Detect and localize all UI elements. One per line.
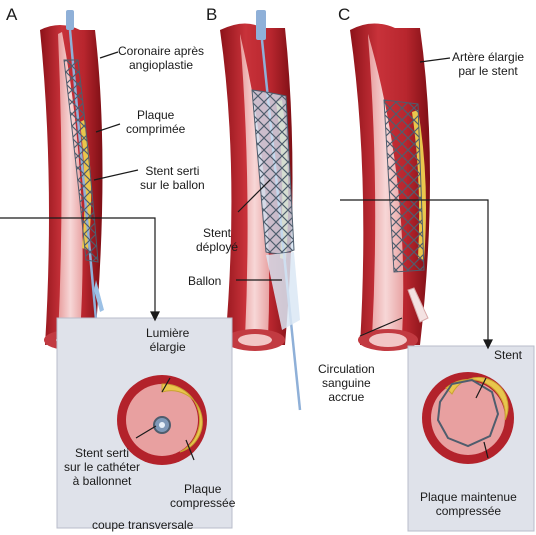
catheter-hub-b [256,10,266,40]
label-coupe-transversale: coupe transversale [92,518,193,532]
catheter-hub-a [66,10,74,30]
label-stent: Stent [494,348,522,362]
panel-label-a: A [6,6,17,24]
label-ballon: Ballon [188,274,221,288]
panel-label-b: B [206,6,217,24]
panel-label-c: C [338,6,350,24]
artery-c [350,23,430,351]
